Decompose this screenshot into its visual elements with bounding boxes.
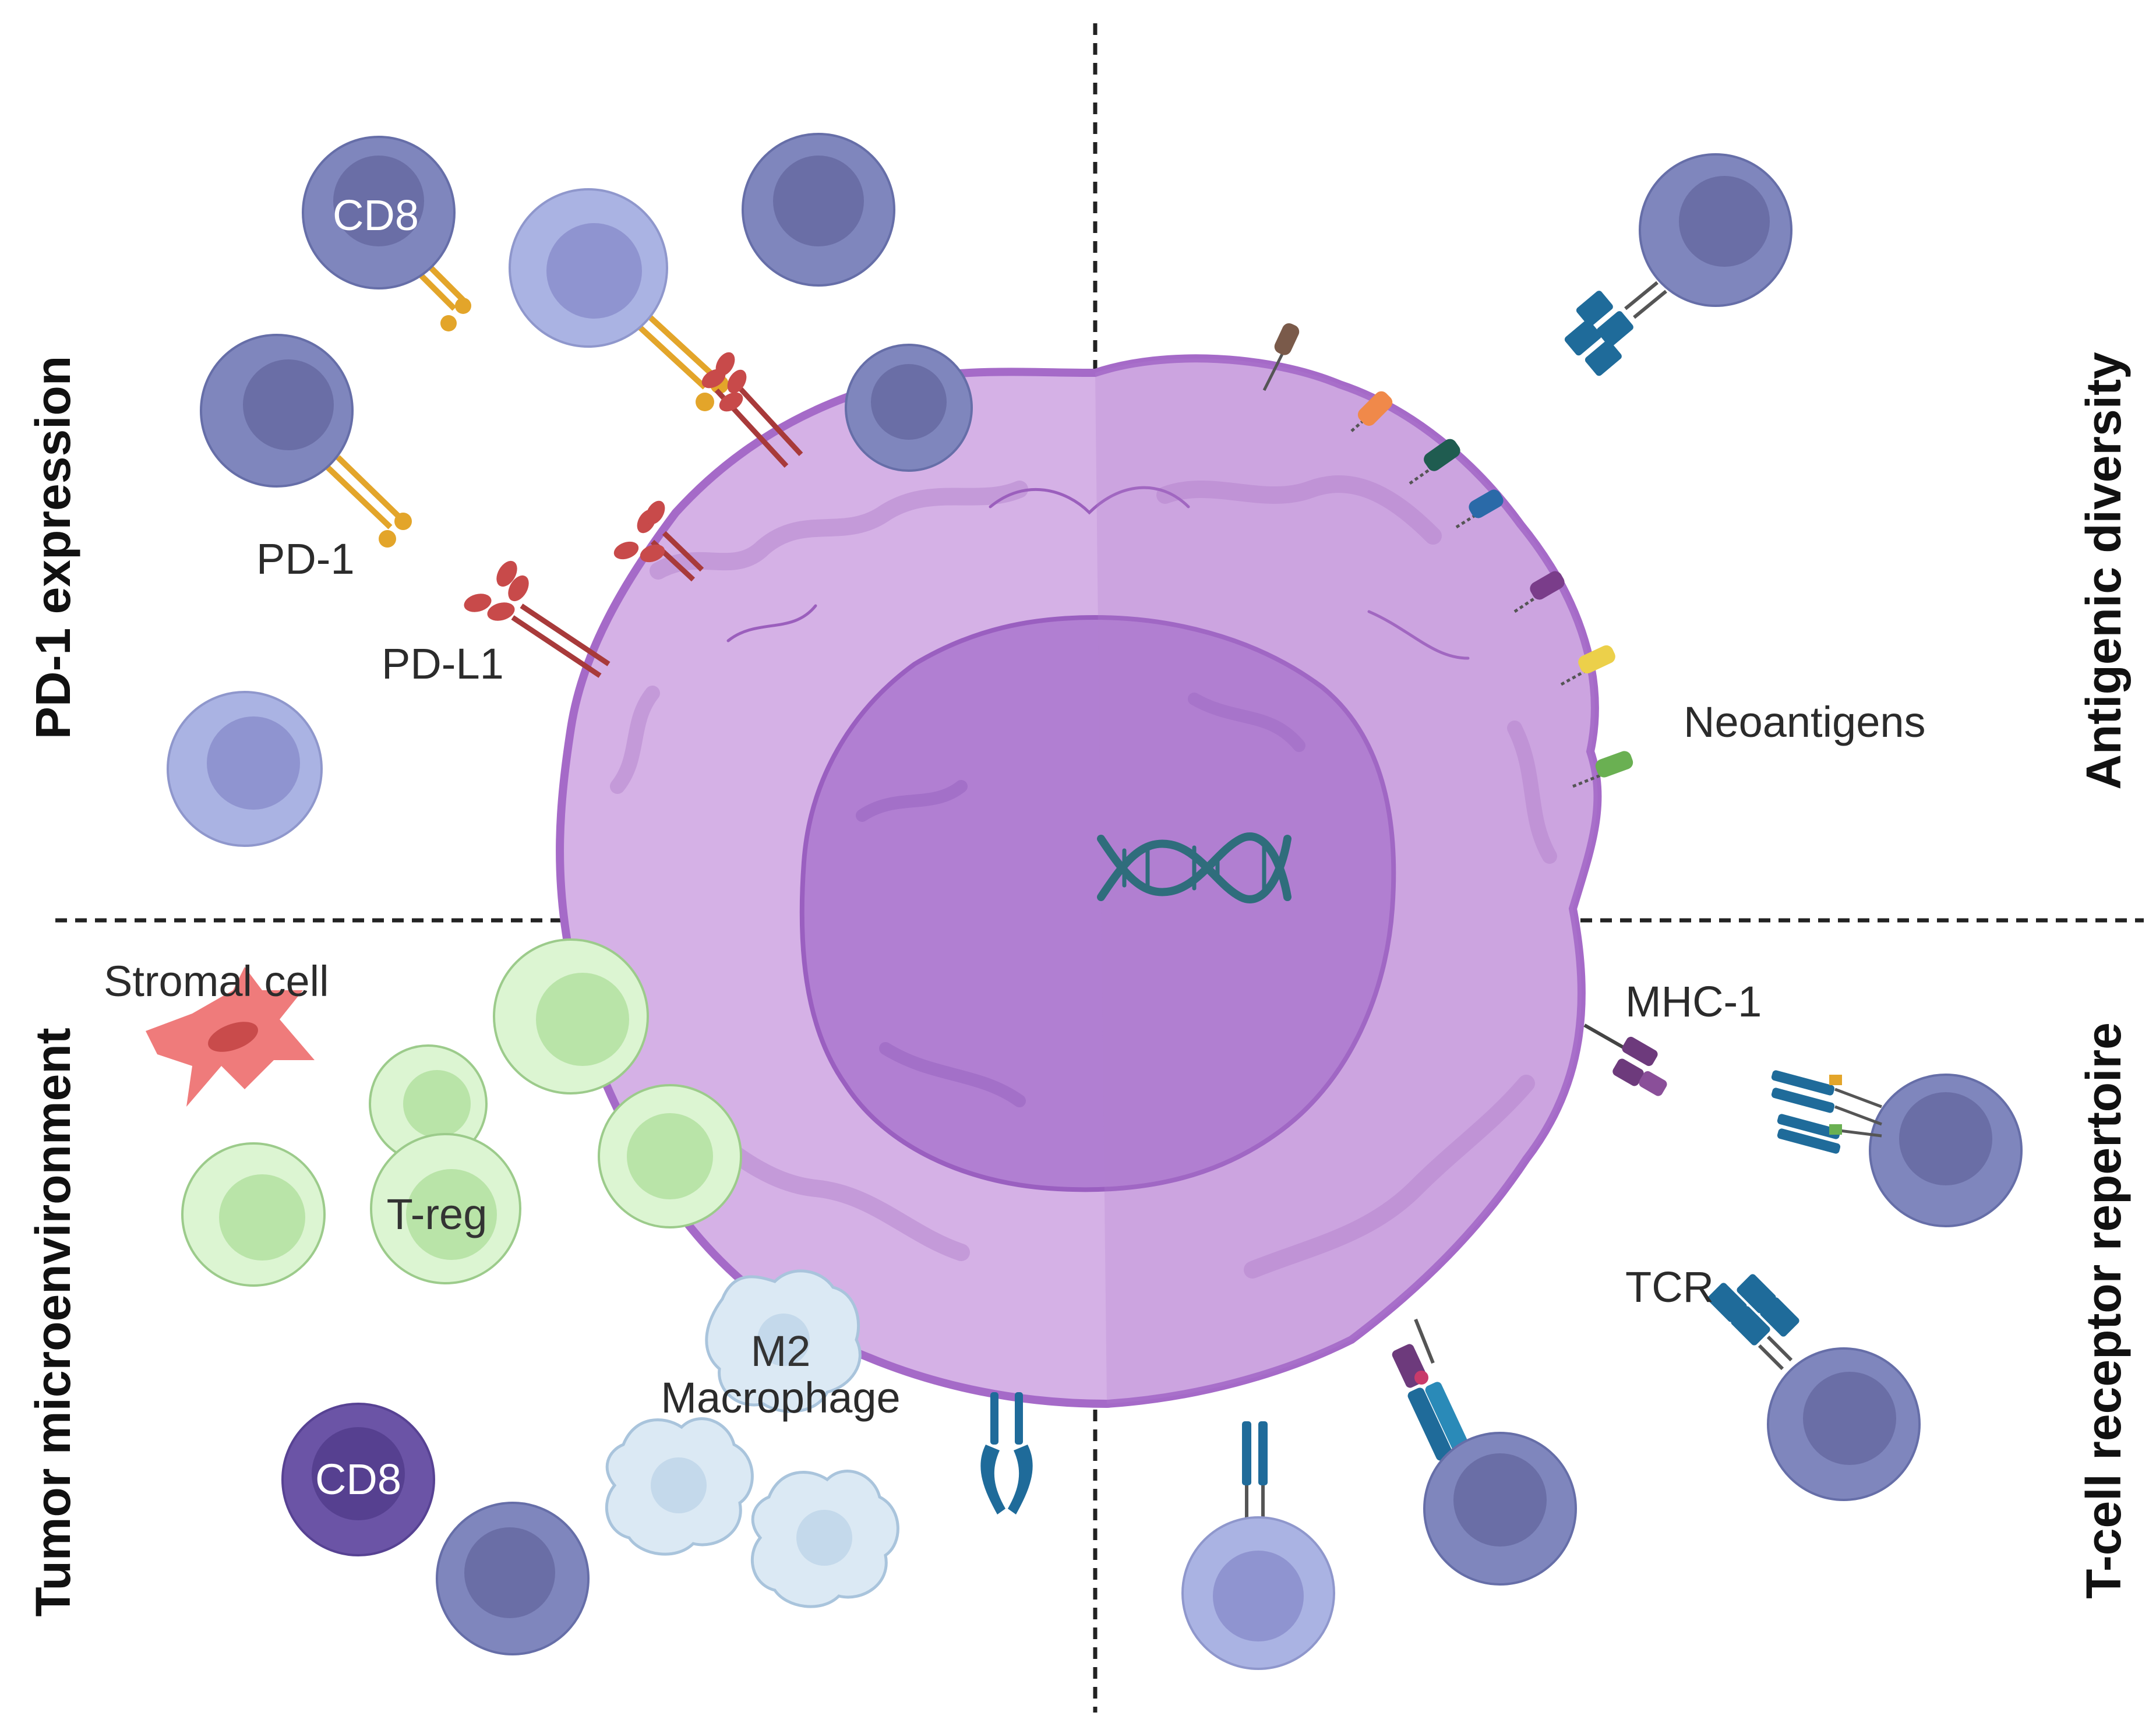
cd8-label-top: CD8 bbox=[333, 191, 419, 239]
tcr-label: TCR bbox=[1625, 1263, 1714, 1311]
m2-label: M2 bbox=[751, 1327, 811, 1375]
t-cell-light-bottom-right bbox=[1181, 1421, 1335, 1670]
t-cell-on-tumor bbox=[845, 344, 973, 472]
t-cell-light-left bbox=[167, 691, 323, 847]
cd8-label-bottom: CD8 bbox=[315, 1455, 401, 1503]
macrophage-label: Macrophage bbox=[661, 1374, 900, 1422]
side-label-antigenic-diversity: Antigenic diversity bbox=[2076, 352, 2131, 790]
cd8-t-cell-bottom: CD8 bbox=[281, 1403, 435, 1556]
t-cell-top-center bbox=[742, 133, 895, 287]
stromal-cell-label: Stromal cell bbox=[104, 957, 329, 1005]
t-cell-bound-tcr bbox=[1392, 1318, 1577, 1586]
treg-cells bbox=[181, 938, 742, 1287]
side-label-tcr-repertoire: T-cell receptor repertoire bbox=[2076, 1022, 2131, 1599]
tumor-cell bbox=[556, 354, 1602, 1408]
mhc1-icon bbox=[1583, 1023, 1667, 1096]
pd1-label: PD-1 bbox=[256, 535, 355, 583]
t-cell-right-tcr bbox=[1707, 1274, 1921, 1501]
stromal-cell bbox=[146, 967, 315, 1107]
m2-macrophages bbox=[605, 1269, 899, 1608]
tumor-receptor-bottom bbox=[980, 1392, 1033, 1514]
t-cell-left bbox=[200, 334, 412, 548]
dna-icon bbox=[1097, 832, 1292, 903]
side-label-pd1-expression: PD-1 expression bbox=[26, 356, 80, 739]
cd8-t-cell-top: CD8 bbox=[302, 136, 471, 331]
t-cell-right-multi-tcr bbox=[1771, 1070, 2023, 1227]
t-cell-top-right bbox=[1564, 153, 1792, 376]
t-cell-light-top bbox=[509, 188, 729, 411]
tcr-receptor-icon bbox=[1564, 291, 1633, 376]
mhc1-label: MHC-1 bbox=[1625, 977, 1762, 1026]
t-cell-bottom-left bbox=[436, 1502, 590, 1655]
pdl1-label: PD-L1 bbox=[382, 640, 504, 688]
pdl1-receptor-icon bbox=[464, 352, 803, 678]
neoantigens-label: Neoantigens bbox=[1684, 698, 1926, 746]
neoantigen-icon bbox=[1262, 323, 1633, 788]
side-label-tumor-microenvironment: Tumor microenvironment bbox=[26, 1028, 80, 1616]
treg-label: T-reg bbox=[387, 1190, 488, 1238]
